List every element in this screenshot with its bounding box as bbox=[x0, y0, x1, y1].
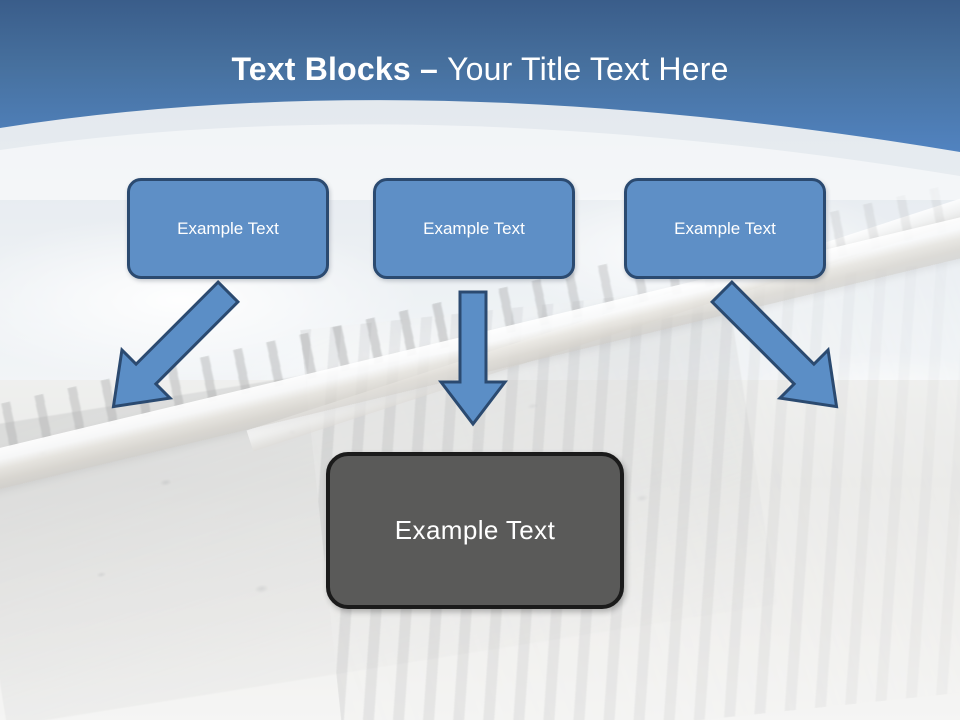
page-title: Text Blocks – Your Title Text Here bbox=[0, 50, 960, 88]
header-banner bbox=[0, 0, 960, 200]
text-block-3[interactable]: Example Text bbox=[624, 178, 826, 279]
page-title-light: Your Title Text Here bbox=[447, 51, 729, 87]
text-block-2[interactable]: Example Text bbox=[373, 178, 575, 279]
summary-text-block[interactable]: Example Text bbox=[326, 452, 624, 609]
text-block-1-label: Example Text bbox=[177, 218, 279, 238]
text-block-3-label: Example Text bbox=[674, 218, 776, 238]
page-title-dash: – bbox=[419, 51, 448, 87]
page-title-bold: Text Blocks bbox=[231, 51, 420, 87]
text-block-1[interactable]: Example Text bbox=[127, 178, 329, 279]
summary-text-block-label: Example Text bbox=[394, 515, 556, 545]
text-block-2-label: Example Text bbox=[423, 218, 525, 238]
header-blue-shape bbox=[0, 0, 960, 152]
